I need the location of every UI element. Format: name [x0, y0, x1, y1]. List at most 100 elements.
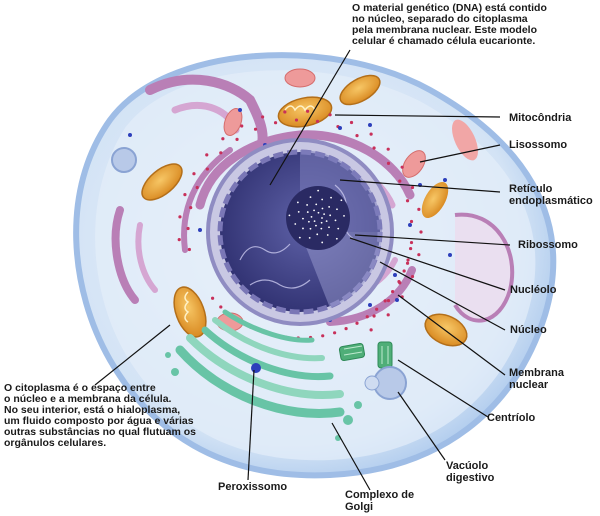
- nucleolus-speckle: [329, 214, 332, 217]
- nucleolus-speckle: [309, 227, 312, 230]
- free-ribosome-dot: [128, 133, 132, 137]
- ribosome-dot: [409, 240, 414, 245]
- ribosome-dot: [221, 137, 225, 141]
- free-ribosome-dot: [238, 108, 242, 112]
- ribosome-dot: [273, 121, 278, 125]
- nucleolus-speckle: [323, 213, 326, 216]
- ribosome-dot: [240, 124, 244, 128]
- nucleolus-speckle: [325, 220, 328, 223]
- ribosome-dot: [372, 314, 376, 318]
- right-organelles: [421, 119, 515, 323]
- ribosome-dot: [369, 132, 373, 136]
- ribosome-dot: [386, 147, 390, 151]
- label-membrana-nuclear: Membrana nuclear: [509, 367, 565, 391]
- ribosome-dot: [349, 120, 354, 125]
- label-mitocondria: Mitocôndria: [509, 112, 572, 124]
- ribosome-dot: [235, 137, 239, 141]
- nucleolus-speckle: [336, 208, 338, 211]
- ribosome-dot: [187, 247, 191, 252]
- label-golgi: Complexo de Golgi: [345, 489, 415, 513]
- ribosome-dot: [375, 307, 379, 311]
- ribosome-dot: [409, 219, 414, 224]
- ribosome-dot: [409, 246, 413, 251]
- ribosome-dot: [261, 115, 265, 119]
- ribosome-dot: [355, 133, 359, 138]
- ribosome-dot: [386, 161, 391, 165]
- ribosome-dot: [417, 207, 421, 211]
- nucleolus-speckle: [320, 227, 323, 230]
- nucleolus-speckle: [306, 211, 309, 213]
- leader-lines: [94, 49, 511, 491]
- ribosome-dot: [417, 253, 421, 257]
- label-ribossomo: Ribossomo: [518, 239, 578, 251]
- label-nucleo: Núcleo: [510, 324, 547, 336]
- ribosome-dot: [219, 151, 223, 155]
- label-lisossomo: Lisossomo: [509, 139, 568, 151]
- ribosome-dot: [205, 167, 209, 171]
- ribosome-dot: [344, 327, 348, 331]
- ribosome-dot: [391, 289, 395, 294]
- peroxisome: [251, 363, 261, 373]
- nucleolus-speckle: [296, 201, 299, 204]
- free-ribosome-dot: [198, 228, 202, 232]
- nucleolus-speckle: [307, 220, 310, 223]
- nucleolus-speckle: [340, 199, 343, 202]
- ribosome-dot: [305, 109, 310, 113]
- nucleolus-speckle: [313, 209, 315, 212]
- nucleolus-speckle: [315, 203, 318, 206]
- nucleolus-speckle: [297, 210, 300, 213]
- nucleolus-speckle: [308, 236, 311, 239]
- nucleolus-speckle: [330, 196, 332, 199]
- label-reticulo: Retículo endoplasmático: [509, 183, 593, 207]
- ribosome-dot: [328, 113, 332, 117]
- ribosome-dot: [355, 321, 359, 325]
- nucleolus-speckle: [315, 224, 317, 227]
- ribosome-dot: [189, 205, 193, 210]
- ribosome-dot: [219, 305, 223, 309]
- ribosome-dot: [386, 313, 390, 317]
- free-ribosome-dot: [448, 253, 452, 257]
- ribosome-dot: [398, 179, 402, 183]
- nucleolus-speckle: [334, 219, 337, 222]
- centriole: [338, 341, 393, 369]
- ribosome-dot: [397, 280, 401, 284]
- ribosome-dot: [386, 299, 391, 303]
- nucleolus-speckle: [317, 211, 320, 214]
- nucleolus-speckle: [337, 227, 340, 230]
- label-nucleolo: Nucléolo: [510, 284, 557, 296]
- ribosome-dot: [410, 185, 415, 190]
- ribosome-dot: [177, 237, 181, 242]
- nucleolus-speckle: [321, 217, 323, 219]
- ribosome-dot: [315, 119, 320, 123]
- nucleolus-speckle: [302, 227, 304, 230]
- ribosome-dot: [406, 258, 410, 262]
- ribosome-dot: [333, 331, 337, 335]
- ribosome-dot: [253, 127, 258, 131]
- ribosome-dot: [321, 334, 325, 338]
- nucleolus-speckle: [343, 214, 345, 217]
- nucleolus-speckle: [321, 198, 324, 201]
- nucleolus-speckle: [321, 207, 324, 210]
- ribosome-dot: [205, 153, 209, 157]
- free-ribosome-dot: [368, 123, 372, 127]
- nucleolus-speckle: [316, 233, 319, 236]
- ribosome-dot: [402, 269, 406, 273]
- ribosome-dot: [383, 299, 387, 303]
- nucleolus-speckle: [321, 241, 324, 244]
- nucleolus-speckle: [326, 234, 329, 236]
- cytoplasm-note: O citoplasma é o espaço entre o núcleo e…: [4, 382, 196, 449]
- ribosome-dot: [405, 199, 410, 203]
- free-ribosome-dot: [443, 178, 447, 182]
- ribosome-dot: [294, 118, 299, 122]
- golgi-complex: [175, 309, 345, 418]
- ribosome-dot: [183, 193, 187, 197]
- ribosome-dot: [400, 165, 404, 169]
- free-ribosome-dot: [393, 273, 397, 277]
- free-ribosome-dot: [408, 223, 412, 227]
- ribosome-dot: [365, 315, 369, 319]
- ribosome-dot: [192, 172, 196, 176]
- ribosome-dot: [410, 274, 415, 279]
- nucleolus: [286, 186, 350, 250]
